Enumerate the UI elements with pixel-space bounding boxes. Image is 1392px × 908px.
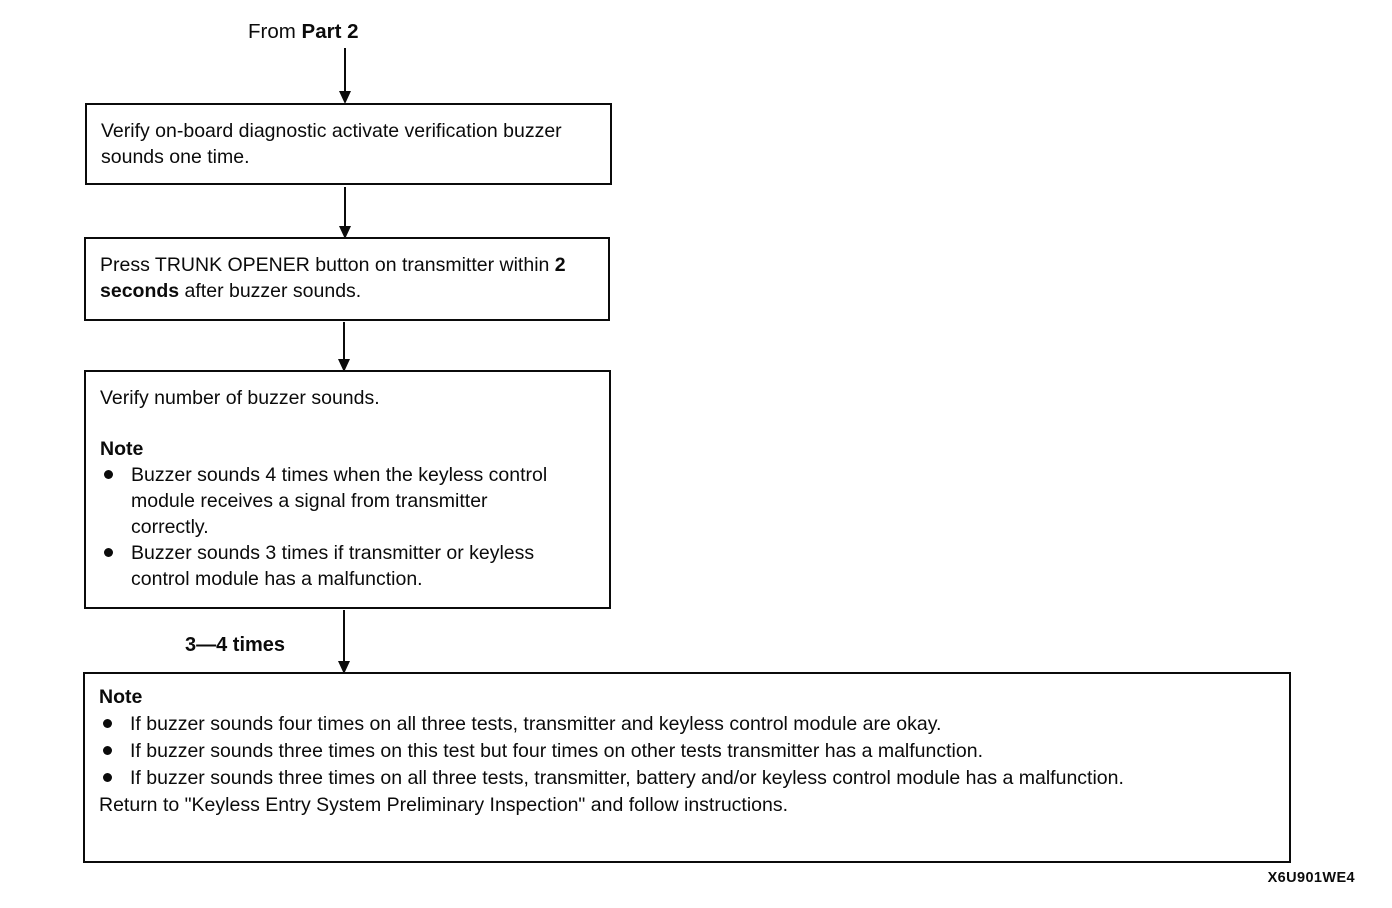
arrow-box2-to-box3 [343, 322, 345, 370]
from-part2-label: From Part 2 [248, 20, 359, 44]
flow-box-verify-buzzer: Verify on-board diagnostic activate veri… [85, 103, 612, 185]
press-trunk-seg1: Press TRUNK OPENER button on transmitter… [100, 254, 555, 276]
result-bullet-list: If buzzer sounds four times on all three… [99, 711, 1234, 792]
bullet-text: Buzzer sounds 3 times if transmitter or … [131, 542, 535, 590]
note-bullet: If buzzer sounds three times on all thre… [99, 765, 1234, 792]
arrow-from-part2 [344, 48, 346, 102]
branch-label-3-4-times: 3—4 times [185, 634, 286, 656]
note-bullet: Buzzer sounds 4 times when the keyless c… [100, 462, 548, 540]
arrow-box1-to-box2 [344, 187, 346, 237]
bullet-icon [103, 719, 112, 728]
flow-box-press-trunk: Press TRUNK OPENER button on transmitter… [84, 237, 610, 321]
flow-box-result-note: Note If buzzer sounds four times on all … [83, 672, 1291, 863]
bullet-text: If buzzer sounds three times on this tes… [130, 740, 983, 762]
bullet-icon [104, 548, 113, 557]
note-bullet: If buzzer sounds four times on all three… [99, 711, 1234, 738]
bullet-text: Buzzer sounds 4 times when the keyless c… [131, 464, 548, 538]
arrow-box3-to-box4 [343, 610, 345, 672]
bullet-icon [103, 746, 112, 755]
verify-count-note-label: Note [100, 438, 144, 460]
from-label-bold: Part 2 [301, 20, 359, 43]
from-label-regular: From [248, 20, 302, 43]
press-trunk-seg3: after buzzer sounds. [179, 280, 362, 302]
note-bullet: Buzzer sounds 3 times if transmitter or … [100, 540, 548, 592]
bullet-text: If buzzer sounds four times on all three… [130, 713, 942, 735]
flow-box-press-trunk-text: Press TRUNK OPENER button on transmitter… [100, 252, 594, 304]
result-note-label: Note [99, 686, 143, 708]
bullet-icon [104, 470, 113, 479]
flow-box-verify-count: Verify number of buzzer sounds. Note Buz… [84, 370, 611, 609]
verify-count-title: Verify number of buzzer sounds. [100, 387, 380, 409]
note-bullet: If buzzer sounds three times on this tes… [99, 738, 1234, 765]
figure-code: X6U901WE4 [1267, 870, 1355, 886]
bullet-icon [103, 773, 112, 782]
verify-count-bullet-list: Buzzer sounds 4 times when the keyless c… [100, 462, 548, 592]
flow-box-verify-buzzer-text: Verify on-board diagnostic activate veri… [101, 120, 562, 168]
bullet-text: If buzzer sounds three times on all thre… [130, 767, 1124, 789]
result-footer-text: Return to "Keyless Entry System Prelimin… [99, 794, 789, 816]
press-trunk-seg2: 2 seconds [100, 254, 566, 302]
